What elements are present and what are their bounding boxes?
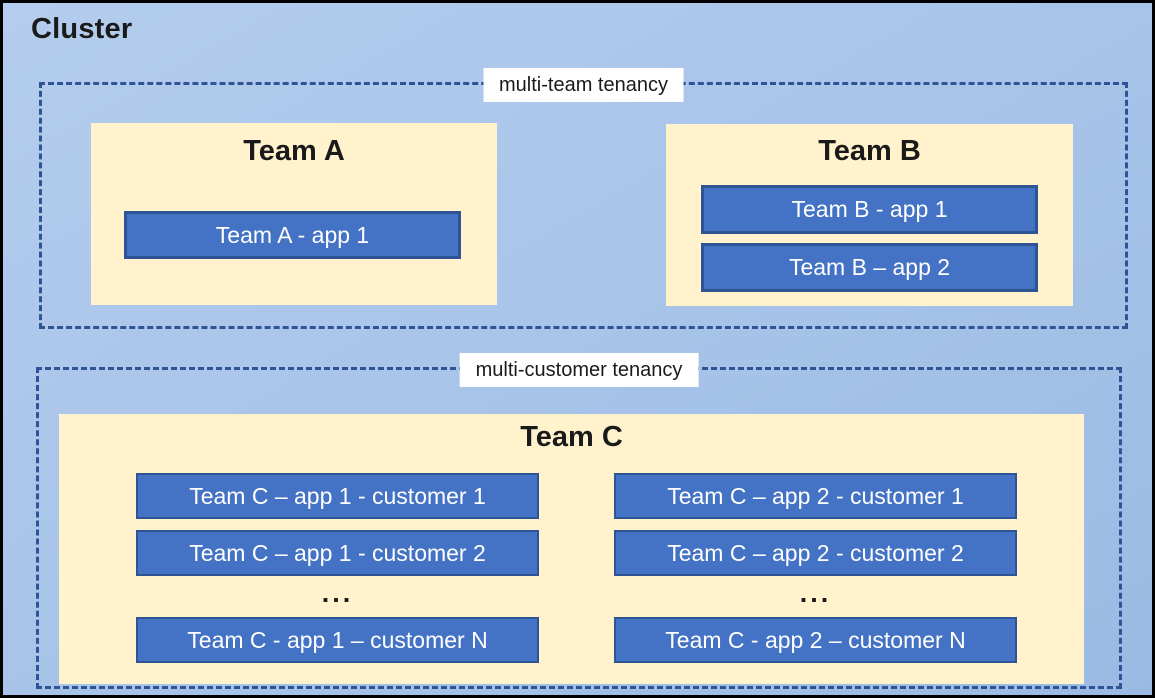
- app-box-team-c-app1-customer-n: Team C - app 1 – customer N: [136, 617, 539, 663]
- team-c-app1-ellipsis: ...: [321, 577, 354, 608]
- panel-team-a: Team A Team A - app 1: [91, 123, 497, 305]
- team-c-app2-column: Team C – app 2 - customer 1 Team C – app…: [614, 473, 1017, 663]
- app-box-team-c-app2-customer-n: Team C - app 2 – customer N: [614, 617, 1017, 663]
- panel-team-b: Team B Team B - app 1 Team B – app 2: [666, 124, 1073, 306]
- app-box-team-c-app2-customer-1: Team C – app 2 - customer 1: [614, 473, 1017, 519]
- app-box-team-c-app2-customer-2: Team C – app 2 - customer 2: [614, 530, 1017, 576]
- app-box-team-b-app-2: Team B – app 2: [701, 243, 1038, 292]
- app-box-team-c-app1-customer-1: Team C – app 1 - customer 1: [136, 473, 539, 519]
- zone-multi-team-label: multi-team tenancy: [483, 68, 684, 102]
- team-c-title: Team C: [520, 421, 623, 453]
- cluster-title: Cluster: [31, 13, 133, 45]
- app-box-team-a-app-1: Team A - app 1: [124, 211, 461, 259]
- zone-multi-customer-tenancy: multi-customer tenancy Team C Team C – a…: [36, 353, 1122, 689]
- panel-team-c: Team C Team C – app 1 - customer 1 Team …: [59, 414, 1084, 684]
- team-c-app1-column: Team C – app 1 - customer 1 Team C – app…: [136, 473, 539, 663]
- team-a-title: Team A: [243, 135, 345, 167]
- zone-multi-customer-label: multi-customer tenancy: [459, 353, 699, 387]
- team-b-title: Team B: [818, 135, 921, 167]
- zone-multi-team-tenancy: multi-team tenancy Team A Team A - app 1…: [39, 68, 1128, 329]
- app-box-team-b-app-1: Team B - app 1: [701, 185, 1038, 234]
- team-c-app2-ellipsis: ...: [799, 577, 832, 608]
- app-box-team-c-app1-customer-2: Team C – app 1 - customer 2: [136, 530, 539, 576]
